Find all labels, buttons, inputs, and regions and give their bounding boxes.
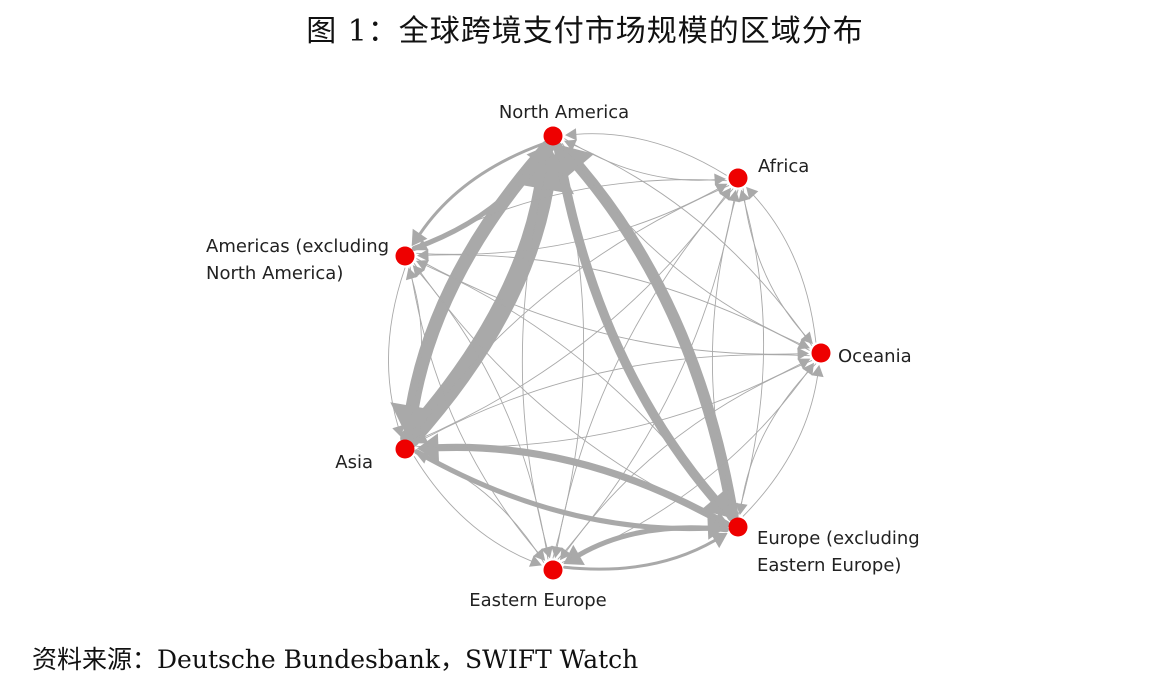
arrowhead-africa-to-eastern-europe bbox=[551, 545, 564, 559]
arrowhead-oceania-to-north-america bbox=[564, 139, 577, 151]
edge-north-america-to-europe bbox=[553, 142, 719, 504]
node-africa bbox=[728, 168, 748, 188]
arrowhead-north-america-to-africa bbox=[714, 173, 726, 186]
arrowhead-africa-to-asia bbox=[412, 426, 424, 440]
edge-americas-to-africa bbox=[416, 188, 718, 255]
edge-oceania-to-eastern-europe bbox=[566, 360, 813, 552]
arrowhead-north-america-to-asia bbox=[390, 402, 435, 438]
edge-eastern-europe-to-americas bbox=[419, 273, 549, 560]
edge-eastern-europe-to-oceania bbox=[561, 371, 808, 563]
edge-africa-to-americas bbox=[425, 179, 727, 246]
edge-north-america-to-americas bbox=[418, 142, 546, 236]
label-eastern-europe-line-1: Eastern Europe bbox=[469, 590, 606, 611]
edge-layer bbox=[388, 128, 824, 571]
label-africa-line-1: Africa bbox=[758, 156, 809, 177]
arrowhead-oceania-to-eastern-europe bbox=[560, 547, 572, 561]
edge-oceania-to-asia bbox=[425, 354, 810, 439]
edge-eastern-europe-to-asia bbox=[426, 457, 545, 563]
label-eastern-europe: Eastern Europe bbox=[469, 590, 606, 611]
arrowhead-eastern-europe-to-north-america bbox=[553, 147, 565, 161]
edge-africa-to-north-america bbox=[575, 133, 727, 176]
arrowhead-africa-to-north-america bbox=[565, 128, 577, 141]
arrowhead-asia-to-americas bbox=[405, 267, 418, 281]
edge-americas-to-oceania bbox=[416, 258, 799, 355]
arrowhead-oceania-to-asia bbox=[415, 432, 429, 444]
arrowhead-europe-to-oceania bbox=[811, 364, 824, 378]
arrowhead-americas-to-africa bbox=[714, 183, 728, 195]
label-oceania-line-1: Oceania bbox=[838, 346, 912, 367]
edge-asia-to-eastern-europe bbox=[413, 456, 532, 562]
arrowhead-eastern-europe-to-europe bbox=[710, 532, 728, 549]
arrowhead-north-america-to-americas bbox=[411, 228, 428, 247]
edge-europe-to-north-america bbox=[573, 161, 739, 522]
edge-europe-to-americas bbox=[425, 265, 730, 520]
arrowhead-europe-to-americas bbox=[416, 260, 429, 272]
arrowhead-africa-to-europe bbox=[725, 502, 738, 516]
arrowhead-eastern-europe-to-asia bbox=[416, 452, 429, 464]
arrowhead-oceania-to-americas bbox=[417, 249, 429, 262]
figure-title: 图 1：全球跨境支付市场规模的区域分布 bbox=[306, 14, 864, 49]
edge-oceania-to-americas bbox=[427, 254, 810, 351]
edge-eastern-europe-to-africa bbox=[557, 200, 735, 560]
arrowhead-americas-to-oceania bbox=[797, 347, 809, 360]
edge-europe-to-africa bbox=[737, 200, 765, 516]
edge-asia-to-oceania bbox=[416, 363, 801, 448]
label-europe-line-1: Europe (excluding bbox=[757, 528, 920, 549]
node-europe bbox=[728, 517, 748, 537]
arrowhead-eastern-europe-to-oceania bbox=[802, 362, 814, 376]
label-americas-line-2: North America) bbox=[206, 263, 343, 284]
arrowhead-asia-to-africa bbox=[719, 187, 731, 201]
arrowhead-europe-to-asia bbox=[417, 433, 439, 463]
label-north-america: North America bbox=[499, 102, 629, 123]
arrowhead-asia-to-north-america bbox=[513, 147, 574, 195]
node-americas bbox=[395, 246, 415, 266]
arrowhead-americas-to-asia bbox=[392, 424, 405, 438]
arrowhead-eastern-europe-to-africa bbox=[727, 189, 740, 203]
edge-asia-to-americas bbox=[404, 277, 422, 438]
arrowhead-eastern-europe-to-americas bbox=[412, 265, 425, 278]
edge-africa-to-eastern-europe bbox=[556, 188, 734, 548]
edge-asia-to-africa bbox=[413, 196, 725, 442]
label-north-america-line-1: North America bbox=[499, 102, 629, 123]
label-asia: Asia bbox=[335, 452, 373, 473]
arrowhead-north-america-to-oceania bbox=[797, 338, 810, 350]
arrowhead-north-america-to-europe bbox=[701, 487, 731, 518]
label-americas-line-1: Americas (excluding bbox=[206, 236, 389, 257]
edge-oceania-to-europe bbox=[741, 363, 817, 505]
node-oceania bbox=[811, 343, 831, 363]
edge-europe-to-eastern-europe bbox=[576, 525, 729, 558]
edge-africa-to-oceania bbox=[742, 188, 806, 337]
edge-oceania-to-africa bbox=[753, 194, 817, 343]
arrowhead-oceania-to-africa bbox=[746, 186, 759, 200]
node-layer bbox=[395, 126, 831, 580]
edge-europe-to-oceania bbox=[742, 375, 818, 517]
edge-eastern-europe-to-europe bbox=[563, 538, 717, 571]
arrowhead-africa-to-americas bbox=[415, 239, 429, 251]
edge-americas-to-asia bbox=[388, 267, 406, 428]
arrowhead-americas-to-eastern-europe bbox=[533, 548, 546, 561]
arrowhead-americas-to-europe bbox=[714, 511, 727, 523]
arrowhead-asia-to-eastern-europe bbox=[529, 555, 542, 567]
node-eastern-europe bbox=[543, 560, 563, 580]
node-asia bbox=[395, 439, 415, 459]
edge-americas-to-eastern-europe bbox=[409, 266, 539, 553]
label-europe-line-2: Eastern Europe) bbox=[757, 555, 901, 576]
arrowhead-oceania-to-europe bbox=[735, 502, 748, 516]
arrowhead-africa-to-oceania bbox=[800, 331, 813, 345]
label-asia-line-1: Asia bbox=[335, 452, 373, 473]
edge-africa-to-asia bbox=[418, 185, 730, 431]
arrowhead-americas-to-north-america bbox=[526, 145, 547, 168]
label-africa: Africa bbox=[758, 156, 809, 177]
label-oceania: Oceania bbox=[838, 346, 912, 367]
source-note: 资料来源：Deutsche Bundesbank，SWIFT Watch bbox=[32, 645, 639, 674]
node-north-america bbox=[543, 126, 563, 146]
